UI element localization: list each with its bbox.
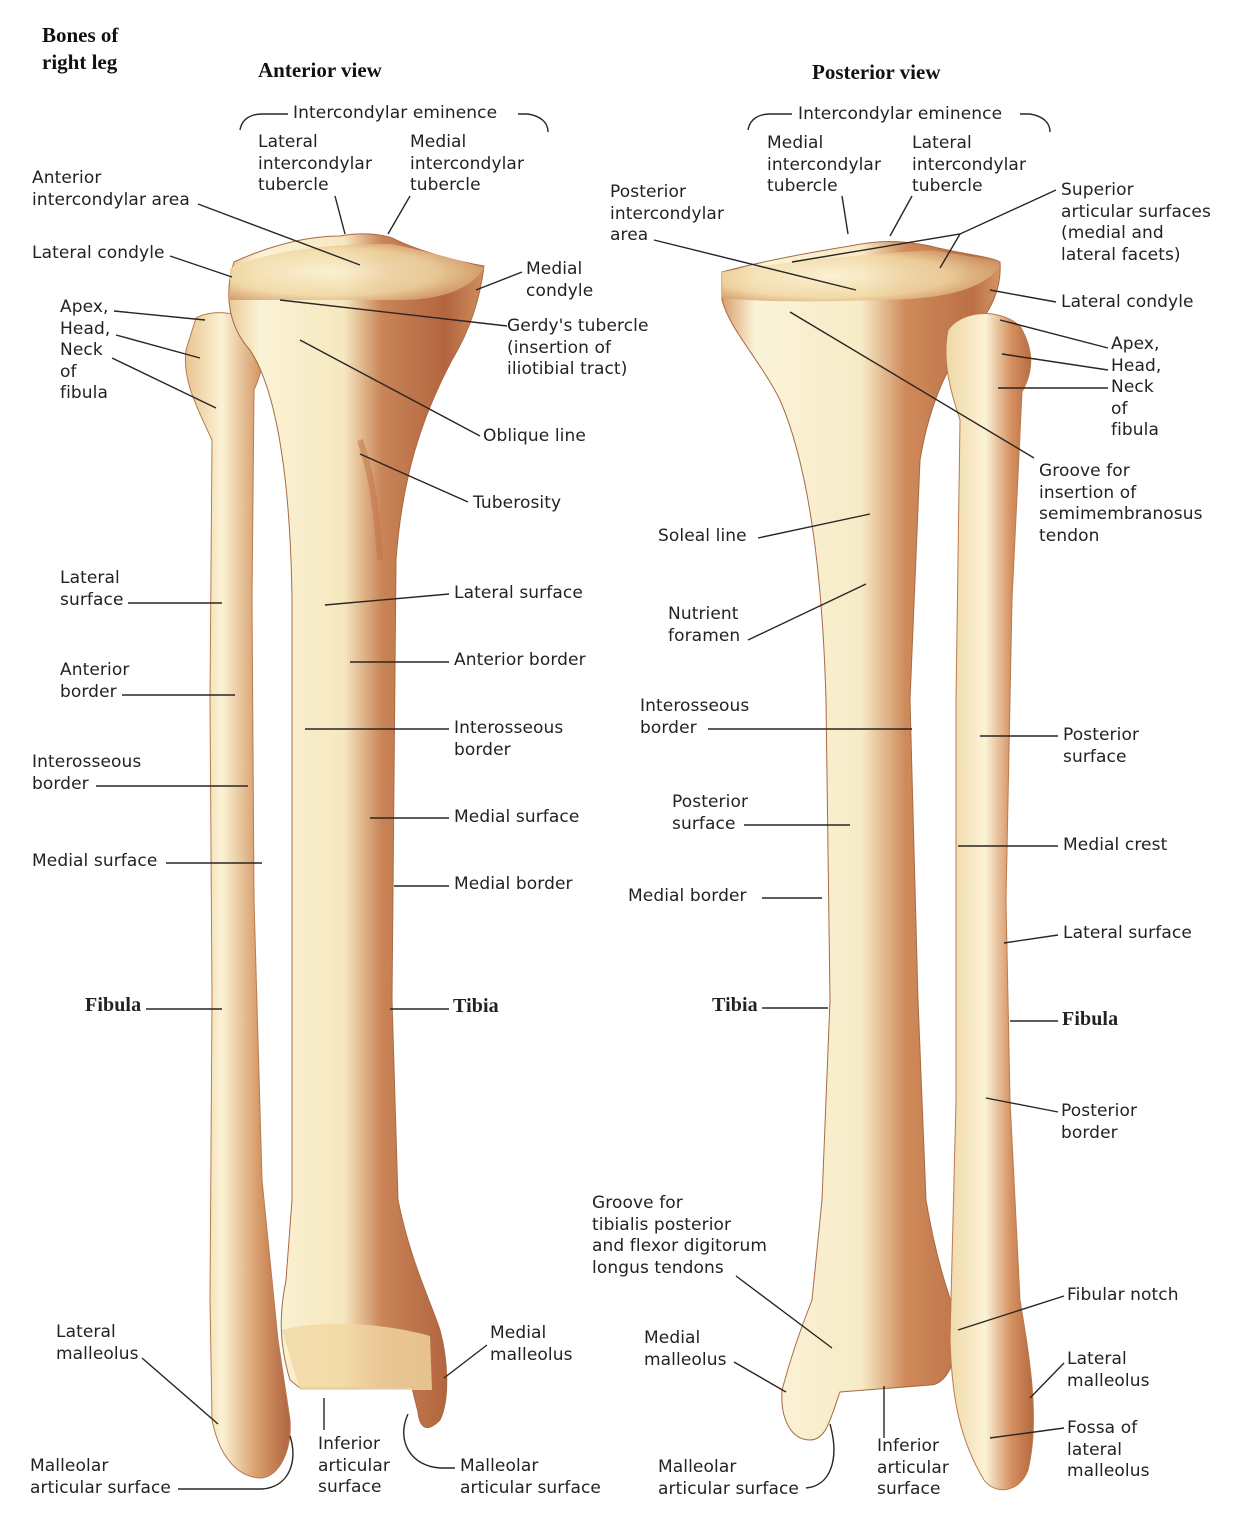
- label-tibia-anterior-border: Anterior border: [454, 650, 586, 670]
- label-fibula-anterior: Fibula: [85, 994, 142, 1016]
- label-intercondylar-eminence-anterior: Intercondylar eminence: [293, 103, 498, 123]
- label-tibia-posterior-surface: Posterior surface: [672, 792, 749, 834]
- label-groove-tibialis-posterior: Groove for tibialis posterior and flexor…: [592, 1193, 768, 1278]
- label-medial-condyle: Medial condyle: [526, 259, 594, 301]
- label-medial-malleolus-posterior: Medial malleolus: [644, 1328, 727, 1370]
- label-lateral-intercondylar-tubercle: Lateral intercondylar tubercle: [258, 132, 373, 195]
- label-soleal-line: Soleal line: [658, 526, 747, 546]
- label-nutrient-foramen: Nutrient foramen: [668, 604, 741, 646]
- label-posterior-intercondylar-area: Posterior intercondylar area: [610, 182, 725, 245]
- label-fibula-interosseous-border-anterior: Interosseous border: [32, 752, 142, 794]
- label-fibula-medial-crest: Medial crest: [1063, 835, 1168, 855]
- label-lateral-malleolus-posterior: Lateral malleolus: [1067, 1349, 1150, 1391]
- label-groove-semimembranosus: Groove for insertion of semimembranosus …: [1039, 461, 1203, 546]
- label-medial-malleolus-anterior: Medial malleolus: [490, 1323, 573, 1365]
- label-lateral-malleolus-anterior: Lateral malleolus: [56, 1322, 139, 1364]
- label-lateral-condyle-anterior: Lateral condyle: [32, 243, 165, 263]
- label-fibula-posterior-surface: Posterior surface: [1063, 725, 1140, 767]
- label-fibula-anterior-border: Anterior border: [60, 660, 130, 702]
- label-lateral-condyle-posterior: Lateral condyle: [1061, 292, 1194, 312]
- label-tibia-medial-border-anterior: Medial border: [454, 874, 573, 894]
- label-tibia-interosseous-border-anterior: Interosseous border: [454, 718, 564, 760]
- posterior-view-title: Posterior view: [812, 60, 941, 84]
- label-fibula-lateral-surface-anterior: Lateral surface: [60, 568, 124, 610]
- label-tibia-medial-border-posterior: Medial border: [628, 886, 747, 906]
- label-anterior-intercondylar-area: Anterior intercondylar area: [32, 168, 190, 210]
- label-tibia-malleolar-articular-surface: Malleolar articular surface: [460, 1456, 601, 1498]
- label-tibia-posterior: Tibia: [712, 994, 758, 1016]
- figure-title: Bones of right leg: [42, 23, 119, 74]
- label-tibia-interosseous-border-posterior: Interosseous border: [640, 696, 750, 738]
- label-malleolar-articular-surface-posterior: Malleolar articular surface: [658, 1457, 799, 1499]
- label-fibula-posterior-border: Posterior border: [1061, 1101, 1138, 1143]
- label-intercondylar-eminence-posterior: Intercondylar eminence: [798, 104, 1003, 124]
- anterior-view-title: Anterior view: [258, 58, 382, 82]
- label-inferior-articular-surface-anterior: Inferior articular surface: [318, 1434, 390, 1497]
- label-medial-intercondylar-tubercle-posterior: Medial intercondylar tubercle: [767, 133, 882, 196]
- label-fibula-malleolar-articular-surface: Malleolar articular surface: [30, 1456, 171, 1498]
- label-lateral-intercondylar-tubercle-posterior: Lateral intercondylar tubercle: [912, 133, 1027, 196]
- label-medial-intercondylar-tubercle: Medial intercondylar tubercle: [410, 132, 525, 195]
- label-fibular-notch: Fibular notch: [1067, 1285, 1179, 1305]
- label-tibia-anterior: Tibia: [453, 995, 499, 1017]
- label-tibia-lateral-surface: Lateral surface: [454, 583, 583, 603]
- label-tuberosity: Tuberosity: [473, 493, 562, 513]
- label-tibia-medial-surface: Medial surface: [454, 807, 580, 827]
- label-fibula-medial-surface: Medial surface: [32, 851, 158, 871]
- label-apex-head-neck-fibula-anterior: Apex, Head, Neck of fibula: [60, 297, 111, 403]
- label-gerdys-tubercle: Gerdy's tubercle (insertion of iliotibia…: [507, 316, 649, 379]
- label-inferior-articular-surface-posterior: Inferior articular surface: [877, 1436, 949, 1499]
- label-fibula-posterior: Fibula: [1062, 1008, 1119, 1030]
- label-oblique-line: Oblique line: [483, 426, 586, 446]
- label-superior-articular-surfaces: Superior articular surfaces (medial and …: [1061, 180, 1211, 265]
- label-fossa-lateral-malleolus: Fossa of lateral malleolus: [1067, 1418, 1150, 1481]
- label-apex-head-neck-fibula-posterior: Apex, Head, Neck of fibula: [1111, 334, 1162, 440]
- label-fibula-lateral-surface-posterior: Lateral surface: [1063, 923, 1192, 943]
